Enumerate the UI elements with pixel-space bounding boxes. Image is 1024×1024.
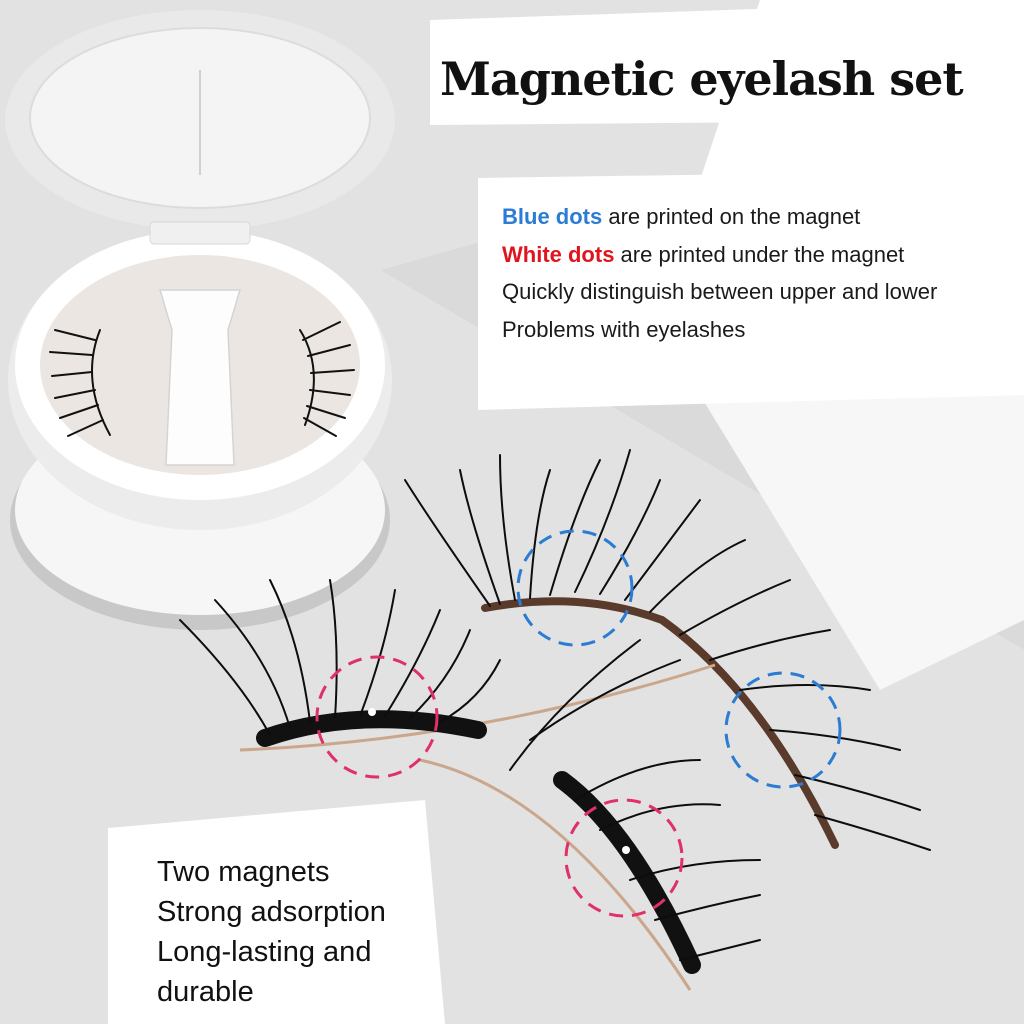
white-dot-marker-2 [564,798,684,918]
marker-circles [315,529,842,918]
note-text: are printed under the magnet [614,241,905,267]
lower-magnet [256,710,487,747]
feature-list: Two magnets Strong adsorption Long-lasti… [157,852,386,1012]
note-text: Quickly distinguish between upper and lo… [502,279,938,304]
blue-dot-marker-1 [516,529,634,647]
title-panel [430,0,1024,125]
feature-item: Two magnets [157,856,330,888]
note-text: are printed on the magnet [602,204,861,229]
blue-dot-marker-2 [724,671,842,789]
feature-notes: Blue dots are printed on the magnet Whit… [502,198,937,348]
feature-panel [108,800,445,1024]
white-dot-2 [622,846,630,854]
note-highlight: White dots [502,241,615,267]
note-text: Problems with eyelashes [502,316,746,342]
note-distinguish: Quickly distinguish between upper and lo… [502,273,937,311]
feature-item: Strong adsorption [157,896,386,928]
hinge [149,221,251,245]
page-title: Magnetic eyelash set [440,52,964,106]
eyelash-case [5,10,395,630]
white-dot-marker-1 [315,655,439,779]
white-dot-1 [368,708,376,716]
bottom-thread [419,758,692,991]
note-problems: Problems with eyelashes [502,311,937,349]
case-lashes [49,321,355,437]
text-panel [478,170,1024,410]
note-highlight: Blue dots [502,204,603,229]
center-holder [158,289,242,466]
feature-item: Long-lasting and [157,936,372,968]
note-white-dots: White dots are printed under the magnet [502,236,937,274]
note-blue-dots: Blue dots are printed on the magnet [502,198,937,236]
feature-item: durable [157,976,254,1008]
upper-lash-band [481,597,839,849]
upper-lash-strip [404,449,931,851]
